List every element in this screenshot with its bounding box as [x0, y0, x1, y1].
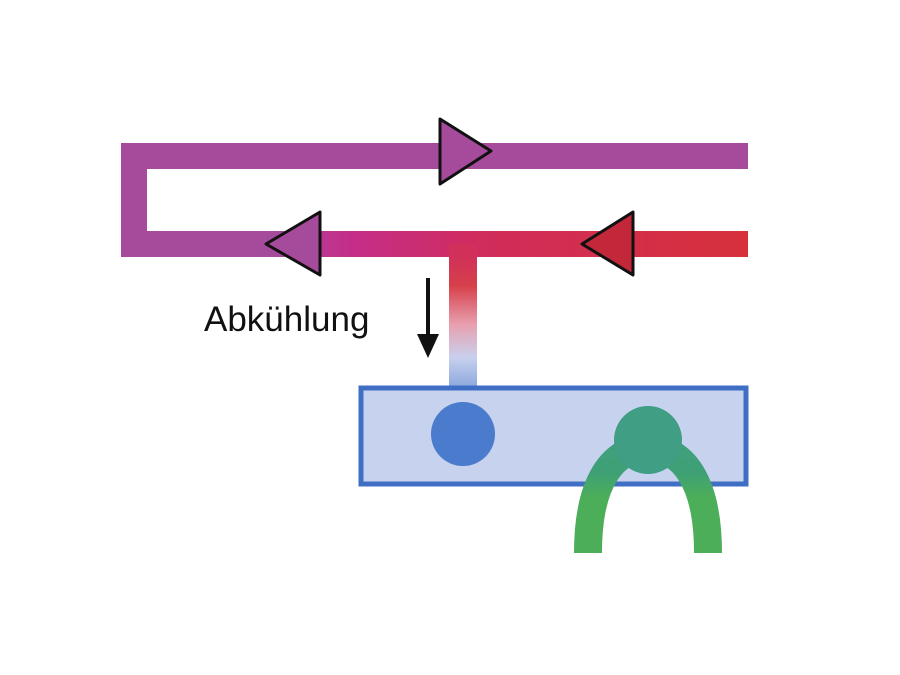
return-arrow-left-icon — [580, 210, 635, 277]
person-icon — [574, 406, 722, 554]
flow-arrow-right-icon — [438, 117, 493, 186]
sensor-bulb — [431, 402, 495, 466]
flow-arrow-left-icon — [264, 210, 322, 277]
return-pipe — [290, 231, 748, 257]
cooling-label: Abkühlung — [204, 300, 370, 339]
down-arrow-icon — [417, 278, 439, 358]
